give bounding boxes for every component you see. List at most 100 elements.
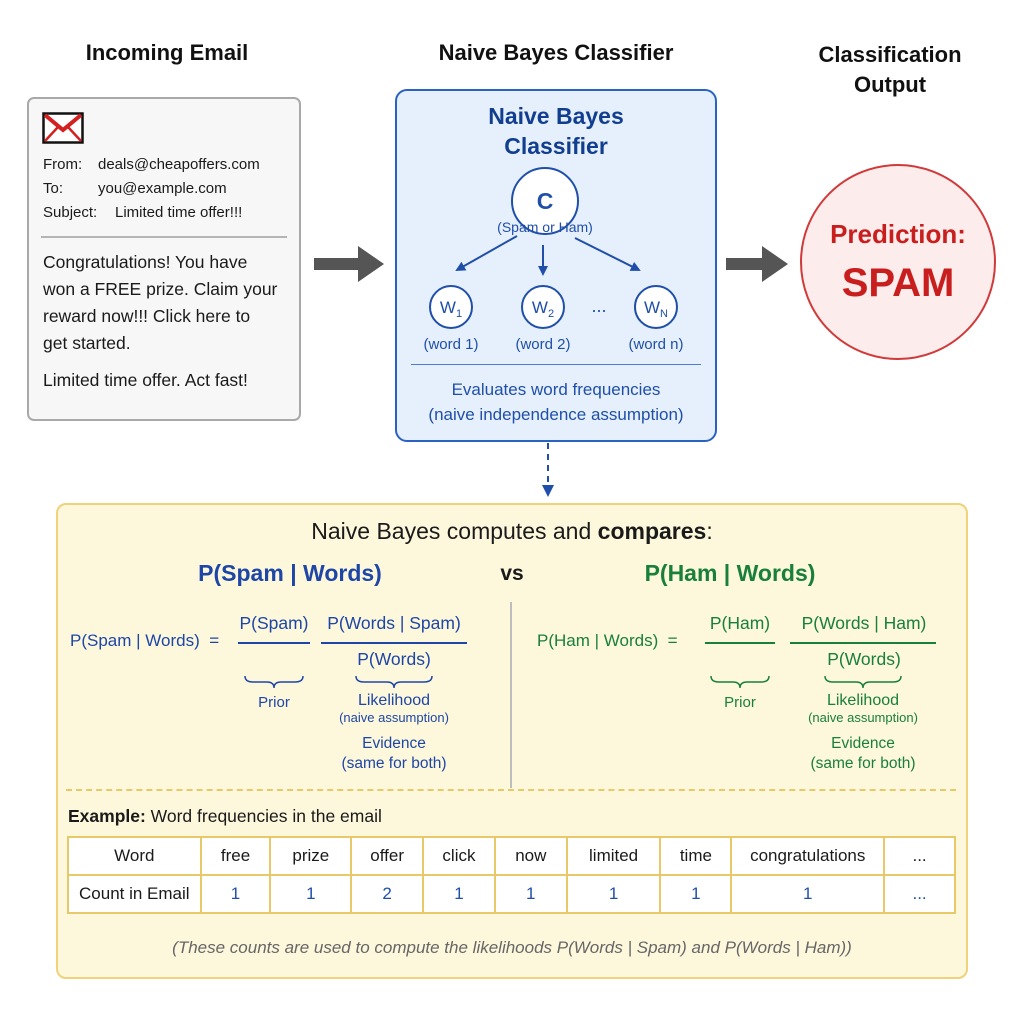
table-word-cell: time [659, 836, 733, 876]
prediction-value: SPAM [841, 261, 955, 305]
table-row-label: Count in Email [67, 874, 202, 914]
classifier-caption: Evaluates word frequencies (naive indepe… [395, 377, 717, 427]
email-card [27, 97, 301, 421]
spam-evidence-caption: Evidence [362, 735, 426, 752]
table-word-cell: now [493, 836, 568, 876]
ham-likelihood-label: Likelihood (naive assumption) [787, 692, 939, 725]
spam-likelihood-caption: Likelihood [357, 692, 431, 709]
email-divider [41, 236, 287, 238]
class-node [511, 167, 579, 235]
ham-prior-term: P(Ham) [709, 613, 771, 633]
class-node-note: (Spam or Ham) [497, 219, 593, 235]
arrow-classifier-to-output [726, 246, 788, 282]
spam-formula-lhs: P(Spam | Words) = [70, 631, 220, 650]
ham-likelihood-note: (naive assumption) [808, 710, 918, 725]
output-heading-line-1: Classification [818, 42, 962, 67]
spam-likelihood-brace [355, 675, 433, 689]
table-header-label: Word [67, 836, 202, 876]
classifier-heading: Naive Bayes Classifier [438, 40, 674, 65]
table-word-cell: limited [565, 836, 662, 876]
word-node-1 [429, 285, 473, 329]
table-count-cell: 1 [199, 874, 272, 914]
ham-evidence-term: P(Words) [827, 649, 901, 669]
incoming-email-heading: Incoming Email [85, 40, 249, 65]
table-count-cell: ... [883, 874, 956, 914]
spam-evidence-term: P(Words) [357, 649, 431, 669]
table-count-cell: 1 [565, 874, 662, 914]
ham-prior-brace [710, 675, 770, 689]
prediction-circle [800, 164, 996, 360]
word-node-1-label: W1 [440, 298, 462, 320]
spam-prior-label: Prior [258, 694, 290, 711]
edge-to-wn [574, 237, 641, 271]
table-count-row: Count in Email 1 1 2 1 1 1 1 1 ... [67, 874, 956, 914]
word-node-n-label: WN [644, 298, 668, 320]
class-node-label: C [537, 188, 554, 214]
table-word-cell: free [199, 836, 272, 876]
example-dashed-divider [66, 789, 956, 791]
table-count-cell: 2 [350, 874, 425, 914]
ham-prior-label: Prior [724, 694, 756, 711]
email-body-line: won a FREE prize. Claim your [43, 279, 278, 299]
classifier-card-title: Naive Bayes Classifier [395, 101, 717, 161]
word-frequency-table: Word free prize offer click now limited … [67, 836, 956, 914]
word-ellipsis: ... [591, 296, 606, 316]
ham-likelihood-caption: Likelihood [826, 692, 900, 709]
ham-likelihood-term: P(Words | Ham) [801, 613, 927, 633]
table-count-cell: 1 [422, 874, 496, 914]
output-heading-line-2: Output [853, 72, 927, 97]
ham-evidence-label: Evidence (same for both) [787, 734, 939, 774]
email-from-row: From:deals@cheapoffers.com [43, 153, 293, 177]
example-footnote: (These counts are used to compute the li… [172, 938, 852, 957]
comparison-vertical-divider [510, 602, 512, 788]
table-header-row: Word free prize offer click now limited … [67, 836, 956, 876]
word-node-1-caption: (word 1) [423, 336, 478, 353]
classification-output-heading: Classification Output [790, 40, 990, 100]
word-node-2-label: W2 [532, 298, 554, 320]
classifier-caption-line-1: Evaluates word frequencies [451, 380, 661, 399]
intro-bold: compares [597, 518, 707, 544]
example-label-rest: Word frequencies in the email [145, 806, 382, 826]
word-node-n-caption: (word n) [628, 336, 683, 353]
subject-label: Subject: [43, 204, 98, 221]
email-to-row: To: you@example.com [43, 177, 293, 201]
word-node-2-caption: (word 2) [515, 336, 570, 353]
to-value: you@example.com [98, 180, 227, 197]
example-label-bold: Example: [68, 806, 146, 826]
ham-formula-lhs: P(Ham | Words) = [537, 631, 678, 650]
email-body: Congratulations! You have won a FREE pri… [43, 249, 297, 394]
ham-prior-fraction-line [705, 642, 775, 644]
word-node-n [634, 285, 678, 329]
classifier-card [395, 89, 717, 442]
comparison-intro: Naive Bayes computes and compares: [56, 518, 968, 545]
table-count-cell: 1 [269, 874, 353, 914]
table-word-cell: click [422, 836, 496, 876]
envelope-icon [42, 112, 84, 144]
example-label: Example: Word frequencies in the email [68, 806, 382, 827]
table-word-cell: congratulations [730, 836, 886, 876]
classifier-divider [411, 364, 701, 365]
to-label: To: [43, 180, 64, 197]
spam-likelihood-term: P(Words | Spam) [327, 613, 461, 633]
classifier-title-line-1: Naive Bayes [488, 103, 624, 129]
bayes-network-diagram: C (Spam or Ham) W1 (word 1) W2 (word 2) … [423, 167, 684, 353]
email-body-line: Congratulations! You have [43, 252, 248, 272]
spam-prior-fraction-line [238, 642, 310, 644]
arrow-email-to-classifier [314, 246, 384, 282]
table-count-cell: 1 [730, 874, 886, 914]
classifier-title-line-2: Classifier [504, 133, 608, 159]
ham-evidence-note: (same for both) [810, 755, 916, 772]
email-meta: From:deals@cheapoffers.com To: you@exampl… [43, 153, 293, 225]
table-word-cell: offer [350, 836, 425, 876]
dashed-arrow-to-comparison [542, 443, 554, 497]
ham-posterior-title: P(Ham | Words) [644, 560, 816, 586]
spam-prior-term: P(Spam) [239, 613, 309, 633]
edge-to-w1 [455, 235, 518, 271]
spam-likelihood-label: Likelihood (naive assumption) [318, 692, 470, 725]
subject-value: Limited time offer!!! [115, 204, 243, 221]
vs-label: vs [500, 562, 524, 585]
spam-likelihood-note: (naive assumption) [339, 710, 449, 725]
table-word-cell: prize [269, 836, 353, 876]
spam-evidence-label: Evidence (same for both) [318, 734, 470, 774]
from-label: From: [43, 156, 83, 173]
